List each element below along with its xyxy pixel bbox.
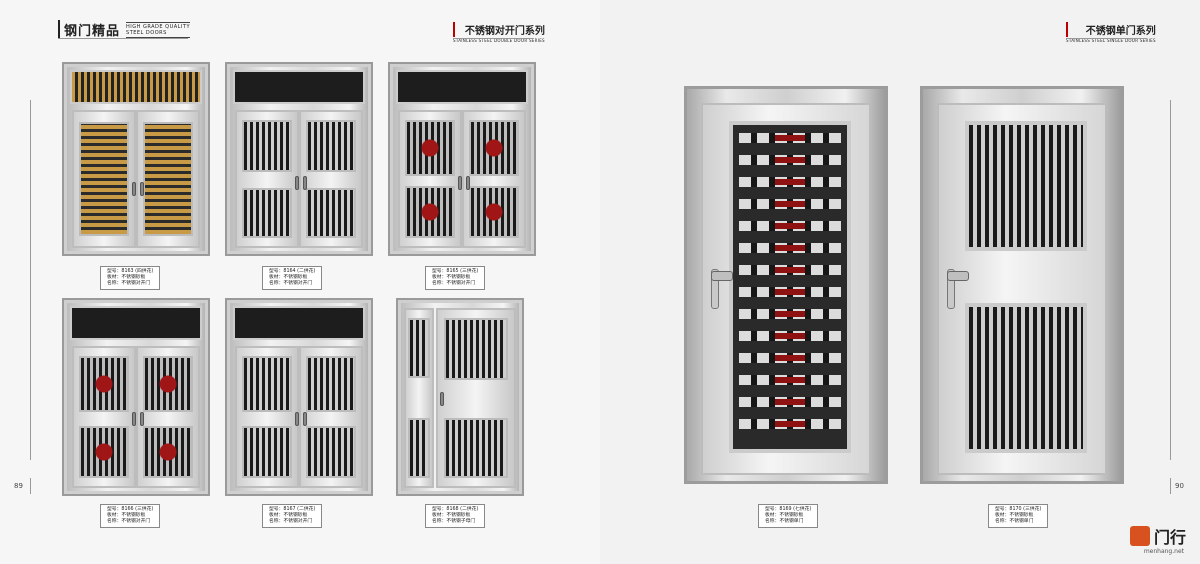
caption-8170: 型号：8170 (三供花) 板材：不锈钢砂板 名称：不锈钢单门 <box>988 504 1049 528</box>
door-8163 <box>62 62 210 256</box>
caption-8168: 型号：8168 (二供花) 板材：不锈钢砂板 名称：不锈钢子母门 <box>425 504 486 528</box>
caption-8167: 型号：8167 (二供花) 板材：不锈钢砂板 名称：不锈钢对开门 <box>262 504 323 528</box>
brand: 钢门精品 HIGH GRADE QUALITY STEEL DOORS <box>58 20 191 39</box>
door-8170 <box>920 86 1124 484</box>
door-8168 <box>396 298 524 496</box>
caption-8169: 型号：8169 (七供花) 板材：不锈钢砂板 名称：不锈钢单门 <box>758 504 819 528</box>
header-rule <box>1066 38 1146 39</box>
header-rule <box>453 38 533 39</box>
lock-plate <box>711 269 719 309</box>
caption-8166: 型号：8166 (三供花) 板材：不锈钢砂板 名称：不锈钢对开门 <box>100 504 161 528</box>
door-handle <box>140 412 144 426</box>
series-title-right: 不锈钢单门系列 STAINLESS STEEL SINGLE DOOR SERI… <box>1066 22 1156 43</box>
right-page: 不锈钢单门系列 STAINLESS STEEL SINGLE DOOR SERI… <box>600 0 1200 564</box>
door-handle <box>132 412 136 426</box>
page-number: 90 <box>1175 482 1184 490</box>
left-page: 钢门精品 HIGH GRADE QUALITY STEEL DOORS 不锈钢对… <box>14 20 545 528</box>
side-line <box>30 478 31 494</box>
caption-8164: 型号：8164 (二供花) 板材：不锈钢砂板 名称：不锈钢对开门 <box>262 266 323 290</box>
side-line <box>1170 478 1171 494</box>
door-handle <box>132 182 136 196</box>
brand-subtitle: HIGH GRADE QUALITY STEEL DOORS <box>126 21 191 38</box>
door-handle <box>947 271 969 281</box>
caption-8163: 型号：8163 (四供花) 板材：不锈钢砂板 名称：不锈钢对开门 <box>100 266 161 290</box>
door-8165 <box>388 62 536 256</box>
brand-title: 钢门精品 <box>58 20 120 39</box>
door-handle <box>458 176 462 190</box>
door-handle <box>295 176 299 190</box>
door-handle <box>140 182 144 196</box>
door-handle <box>303 176 307 190</box>
watermark-url: menhang.net <box>1143 548 1184 555</box>
door-8164 <box>225 62 373 256</box>
door-handle <box>303 412 307 426</box>
door-8166 <box>62 298 210 496</box>
watermark-logo: 门行 <box>1129 524 1186 548</box>
door-handle <box>711 271 733 281</box>
caption-8165: 型号：8165 (三供花) 板材：不锈钢砂板 名称：不锈钢对开门 <box>425 266 486 290</box>
lock-plate <box>947 269 955 309</box>
door-handle <box>440 392 444 406</box>
door-handle <box>295 412 299 426</box>
series-title-left: 不锈钢对开门系列 STAINLESS STEEL DOUBLE DOOR SER… <box>453 22 545 43</box>
side-line <box>30 100 31 460</box>
menhang-logo-icon <box>1129 526 1150 546</box>
door-8169 <box>684 86 888 484</box>
watermark-text: 门行 <box>1153 528 1186 547</box>
side-line <box>1170 100 1171 460</box>
page-number: 89 <box>14 482 23 490</box>
door-handle <box>466 176 470 190</box>
header-rule <box>58 38 188 39</box>
door-8167 <box>225 298 373 496</box>
